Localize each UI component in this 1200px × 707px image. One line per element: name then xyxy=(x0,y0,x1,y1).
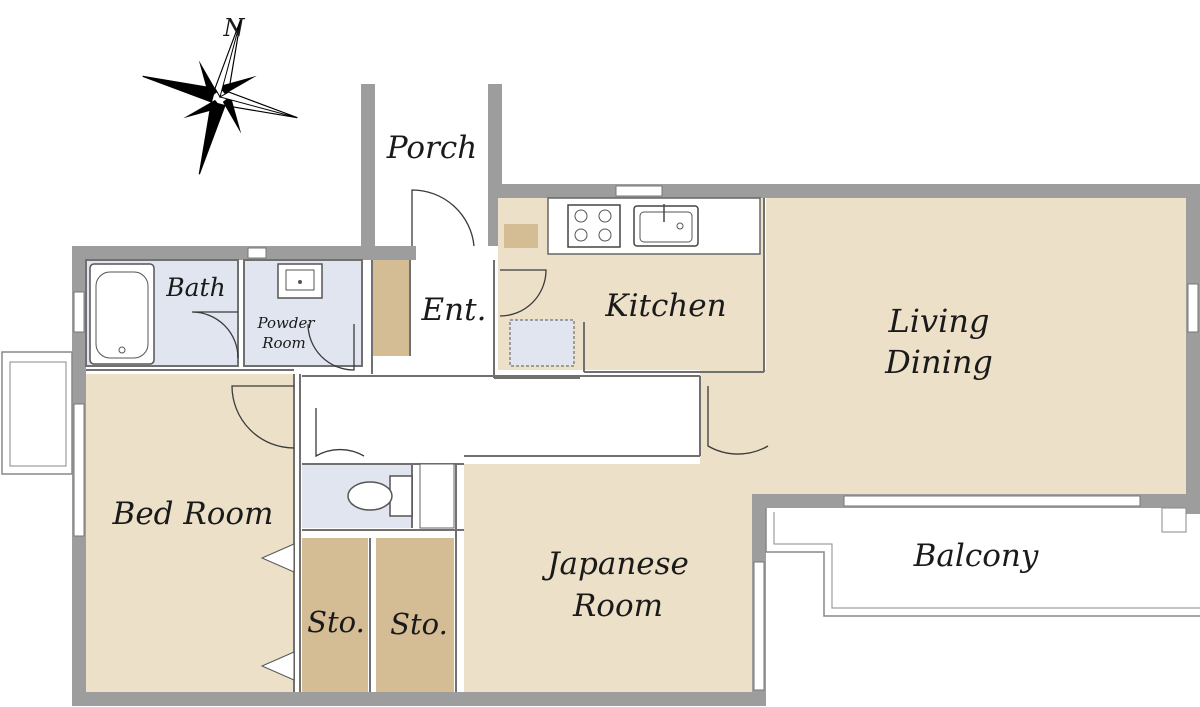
doors xyxy=(191,189,769,681)
japanese-room-label-line2: Room xyxy=(572,588,663,624)
bed-room-label: Bed Room xyxy=(112,496,274,532)
japanese-room-label-line1: Japanese xyxy=(541,546,689,582)
storage-1-label: Sto. xyxy=(307,605,365,639)
powder-room-label-line1: Powder xyxy=(256,314,315,332)
japanese-room-floor xyxy=(464,464,752,692)
interior-walls xyxy=(85,198,765,692)
kitchen-sink-icon xyxy=(633,204,699,247)
storage-floor-1 xyxy=(302,538,368,692)
compass-rose-icon xyxy=(142,19,298,175)
windows xyxy=(73,185,1199,691)
bath-label: Bath xyxy=(165,273,225,302)
bed-room-floor xyxy=(86,374,294,692)
entrance-label: Ent. xyxy=(421,292,487,328)
shoe-closet xyxy=(372,260,410,356)
washbasin-icon xyxy=(277,263,323,299)
refrigerator-space xyxy=(509,319,575,367)
stove-icon xyxy=(567,204,621,248)
compass-north-label: N xyxy=(223,14,246,42)
storage-2-label: Sto. xyxy=(390,607,448,641)
living-dining-floor xyxy=(766,198,1186,494)
kitchen-label: Kitchen xyxy=(604,288,726,324)
living-label-line2: Dining xyxy=(884,343,993,381)
balcony-label: Balcony xyxy=(913,538,1039,574)
powder-room-label-line2: Room xyxy=(261,334,306,352)
toilet-icon xyxy=(347,475,413,517)
toilet-cabinet xyxy=(419,463,455,529)
storage-floor-2 xyxy=(376,538,454,692)
porch-label: Porch xyxy=(386,130,477,166)
balcony xyxy=(765,507,1200,617)
living-label-line1: Living xyxy=(888,302,990,340)
bathtub-icon xyxy=(89,263,155,365)
kitchen-pantry xyxy=(504,224,538,248)
side-balcony xyxy=(1,351,73,475)
